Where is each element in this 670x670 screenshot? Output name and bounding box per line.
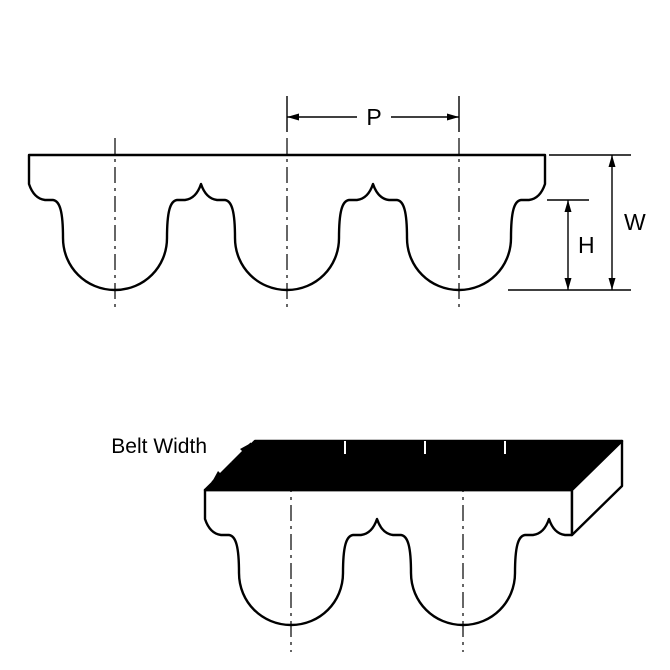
belt-top-face — [203, 439, 624, 492]
dimension-w: W — [508, 154, 646, 291]
profile-centerlines — [114, 138, 460, 312]
belt-width-arrow — [231, 442, 252, 463]
isometric-view: Belt Width — [111, 435, 624, 652]
belt-width-label: Belt Width — [111, 435, 207, 458]
dimension-h: H — [547, 199, 595, 290]
top-face-ticks — [344, 441, 506, 454]
h-label: H — [578, 232, 595, 258]
belt-width-arrow — [211, 462, 232, 483]
belt-front-face — [203, 488, 574, 627]
belt-width-annotation: Belt Width — [111, 435, 252, 483]
dimension-pitch: P — [286, 96, 460, 132]
belt-side-face — [570, 439, 624, 537]
isometric-centerlines — [290, 476, 464, 652]
w-label: W — [624, 209, 646, 235]
profile-view: P W H — [27, 96, 646, 312]
pitch-label: P — [366, 104, 381, 130]
